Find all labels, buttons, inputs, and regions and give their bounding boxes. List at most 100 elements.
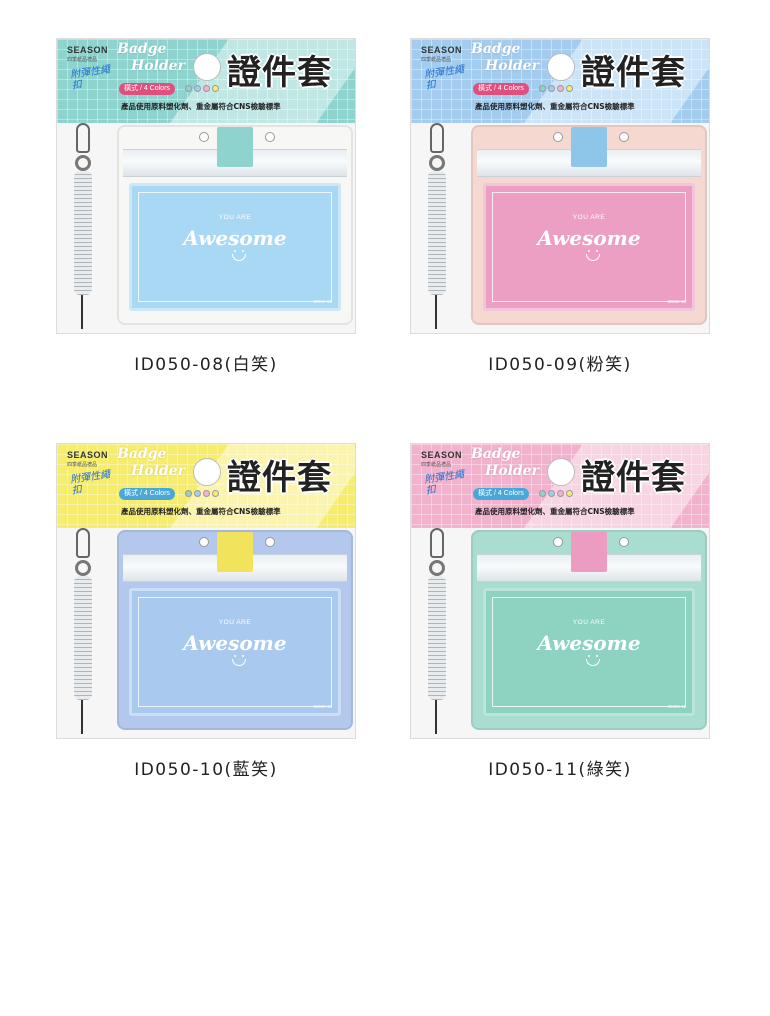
brand-subtitle: 四季紙品禮品 bbox=[67, 57, 98, 63]
slot-hole bbox=[265, 537, 275, 547]
product-package-image: SEASON 四季紙品禮品 附彈性繩扣 Badge Holder 橫式 / 4 … bbox=[410, 38, 710, 334]
card-code: ID050-08 bbox=[313, 299, 332, 304]
feature-text: 產品使用原料塑化劑、重金屬符合CNS檢驗標準 bbox=[121, 102, 281, 111]
product-caption[interactable]: ID050-08(白笑) bbox=[134, 355, 278, 375]
sample-card: YOU ARE Awesome ID050-09 bbox=[483, 183, 695, 311]
ring-icon bbox=[429, 155, 445, 171]
coil-cord bbox=[74, 171, 92, 295]
smile-eyes-icon bbox=[232, 250, 246, 252]
card-code: ID050-09 bbox=[667, 299, 686, 304]
color-dots bbox=[185, 490, 219, 497]
hang-hole bbox=[193, 53, 221, 81]
lanyard-clip bbox=[71, 123, 95, 329]
product-package-image: SEASON 四季紙品禮品 附彈性繩扣 Badge Holder 橫式 / 4 … bbox=[410, 443, 710, 739]
badge-holder: YOU ARE Awesome ID050-10 bbox=[117, 530, 353, 730]
lanyard-clip bbox=[425, 528, 449, 734]
orientation-tag: 橫式 / 4 Colors bbox=[473, 488, 529, 500]
color-dots bbox=[185, 85, 219, 92]
smile-eyes-icon bbox=[586, 655, 600, 657]
color-dots bbox=[539, 85, 573, 92]
orientation-tag: 橫式 / 4 Colors bbox=[473, 83, 529, 95]
hang-hole bbox=[547, 53, 575, 81]
feature-text: 產品使用原料塑化劑、重金屬符合CNS檢驗標準 bbox=[121, 507, 281, 516]
product-caption[interactable]: ID050-10(藍笑) bbox=[134, 760, 278, 780]
coil-cord bbox=[428, 171, 446, 295]
badge-title-line1: Badge bbox=[117, 41, 167, 57]
holder-strap bbox=[571, 532, 607, 572]
badge-title-line2: Holder bbox=[485, 463, 539, 479]
hook-icon bbox=[76, 528, 90, 558]
brand-subtitle: 四季紙品禮品 bbox=[421, 57, 452, 63]
package-title: 證件套 bbox=[581, 458, 686, 498]
lanyard-string bbox=[81, 295, 83, 329]
lanyard-string bbox=[435, 295, 437, 329]
product-package-image: SEASON 四季紙品禮品 附彈性繩扣 Badge Holder 橫式 / 4 … bbox=[56, 443, 356, 739]
card-big-text: Awesome bbox=[183, 631, 287, 655]
slot-hole bbox=[619, 537, 629, 547]
brand-logo: SEASON bbox=[421, 450, 463, 460]
coil-cord bbox=[74, 576, 92, 700]
badge-title-line1: Badge bbox=[471, 446, 521, 462]
package-header: SEASON 四季紙品禮品 附彈性繩扣 Badge Holder 橫式 / 4 … bbox=[411, 444, 709, 528]
slot-hole bbox=[553, 132, 563, 142]
card-small-text: YOU ARE bbox=[218, 214, 252, 221]
ring-icon bbox=[429, 560, 445, 576]
brand-subtitle: 四季紙品禮品 bbox=[421, 462, 452, 468]
color-dots bbox=[539, 490, 573, 497]
hook-icon bbox=[430, 123, 444, 153]
coil-cord bbox=[428, 576, 446, 700]
hang-hole bbox=[193, 458, 221, 486]
card-big-text: Awesome bbox=[537, 631, 641, 655]
ring-icon bbox=[75, 155, 91, 171]
holder-strap bbox=[217, 127, 253, 167]
badge-holder: YOU ARE Awesome ID050-08 bbox=[117, 125, 353, 325]
badge-holder-title: Badge Holder bbox=[471, 41, 551, 75]
sample-card: YOU ARE Awesome ID050-11 bbox=[483, 588, 695, 716]
lanyard-clip bbox=[71, 528, 95, 734]
badge-title-line1: Badge bbox=[471, 41, 521, 57]
slot-hole bbox=[265, 132, 275, 142]
product-caption[interactable]: ID050-09(粉笑) bbox=[488, 355, 632, 375]
holder-strap bbox=[217, 532, 253, 572]
badge-title-line2: Holder bbox=[485, 58, 539, 74]
card-big-text: Awesome bbox=[537, 226, 641, 250]
ring-icon bbox=[75, 560, 91, 576]
badge-holder-title: Badge Holder bbox=[471, 446, 551, 480]
sample-card: YOU ARE Awesome ID050-08 bbox=[129, 183, 341, 311]
badge-title-line2: Holder bbox=[131, 58, 185, 74]
card-big-text: Awesome bbox=[183, 226, 287, 250]
package-header: SEASON 四季紙品禮品 附彈性繩扣 Badge Holder 橫式 / 4 … bbox=[411, 39, 709, 123]
hook-icon bbox=[430, 528, 444, 558]
card-small-text: YOU ARE bbox=[572, 619, 606, 626]
brand-subtitle: 四季紙品禮品 bbox=[67, 462, 98, 468]
holder-strap bbox=[571, 127, 607, 167]
feature-text: 產品使用原料塑化劑、重金屬符合CNS檢驗標準 bbox=[475, 102, 635, 111]
badge-holder-title: Badge Holder bbox=[117, 41, 197, 75]
card-code: ID050-10 bbox=[313, 704, 332, 709]
smile-eyes-icon bbox=[586, 250, 600, 252]
smile-eyes-icon bbox=[232, 655, 246, 657]
product-package-image: SEASON 四季紙品禮品 附彈性繩扣 Badge Holder 橫式 / 4 … bbox=[56, 38, 356, 334]
product-caption[interactable]: ID050-11(綠笑) bbox=[488, 760, 632, 780]
lanyard-string bbox=[81, 700, 83, 734]
card-code: ID050-11 bbox=[667, 704, 686, 709]
slot-hole bbox=[619, 132, 629, 142]
badge-title-line2: Holder bbox=[131, 463, 185, 479]
orientation-tag: 橫式 / 4 Colors bbox=[119, 488, 175, 500]
orientation-tag: 橫式 / 4 Colors bbox=[119, 83, 175, 95]
sample-card: YOU ARE Awesome ID050-10 bbox=[129, 588, 341, 716]
brand-logo: SEASON bbox=[421, 45, 463, 55]
slot-hole bbox=[199, 132, 209, 142]
package-title: 證件套 bbox=[227, 53, 332, 93]
package-header: SEASON 四季紙品禮品 附彈性繩扣 Badge Holder 橫式 / 4 … bbox=[57, 39, 355, 123]
brand-logo: SEASON bbox=[67, 45, 109, 55]
slot-hole bbox=[199, 537, 209, 547]
brand-logo: SEASON bbox=[67, 450, 109, 460]
badge-holder: YOU ARE Awesome ID050-09 bbox=[471, 125, 707, 325]
package-title: 證件套 bbox=[227, 458, 332, 498]
package-header: SEASON 四季紙品禮品 附彈性繩扣 Badge Holder 橫式 / 4 … bbox=[57, 444, 355, 528]
badge-title-line1: Badge bbox=[117, 446, 167, 462]
card-small-text: YOU ARE bbox=[572, 214, 606, 221]
hook-icon bbox=[76, 123, 90, 153]
hang-hole bbox=[547, 458, 575, 486]
